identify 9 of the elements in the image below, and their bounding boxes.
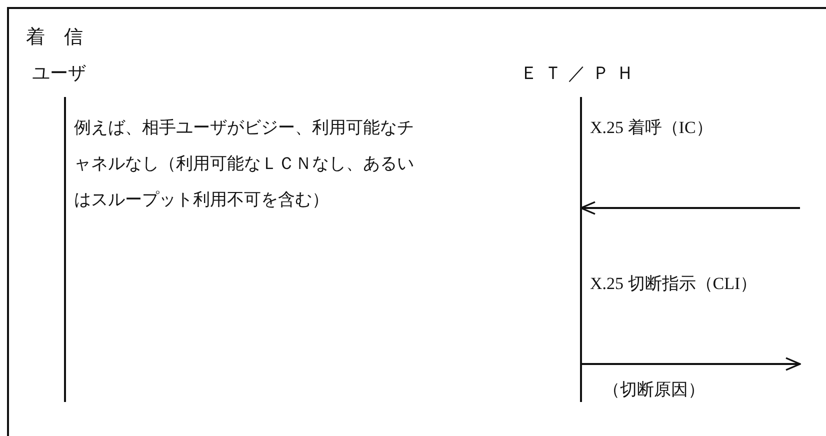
lifeline-heading: ユーザ: [32, 62, 86, 85]
label-text: （切断原因）: [603, 379, 705, 401]
note-text: 例えば、相手ユーザがビジー、利用可能なチャネルなし（利用可能なＬＣＮなし、あるいはスループット利用不可を含む）: [74, 117, 415, 211]
edge-label: X.25 切断指示（CLI）: [590, 273, 758, 295]
arrow: [581, 357, 801, 371]
title: 着 信: [26, 26, 83, 50]
edge-label: X.25 着呼（IC）: [590, 117, 713, 139]
lifeline-heading: ＥＴ／ＰＨ: [520, 62, 640, 85]
arrow: [580, 201, 800, 215]
